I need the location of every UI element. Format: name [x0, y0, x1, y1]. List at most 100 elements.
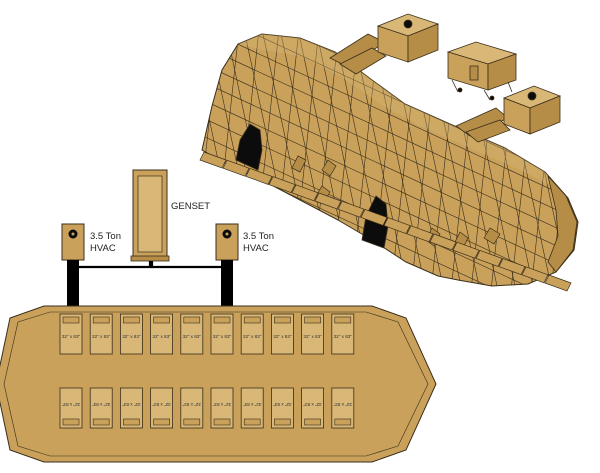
power-cable-left [79, 261, 152, 269]
cot-size-label: 32" x 83" [213, 334, 232, 339]
cot-size-label: 32" x 83" [303, 334, 322, 339]
genset-base [130, 255, 170, 262]
skirt-panel [291, 184, 319, 202]
cot-frame [180, 387, 204, 429]
cot-size-label: 32" x 83" [243, 402, 262, 407]
cot: 32" x 83" [301, 313, 325, 355]
cot-frame [270, 313, 294, 355]
cot: 32" x 83" [120, 387, 143, 429]
power-cable-right [150, 261, 221, 269]
ground-skirt-panels [199, 151, 572, 292]
skirt-panel [521, 266, 549, 284]
hvac-unit-left [61, 223, 85, 306]
cot-frame [301, 387, 325, 429]
genset-unit [130, 169, 170, 262]
hvac-right-duct [221, 260, 233, 306]
cot: 32" x 83" [210, 387, 234, 429]
cot-pillow [92, 316, 110, 324]
cot-pillow [334, 418, 352, 426]
cot-size-label: 32" x 83" [273, 402, 292, 407]
hvac-left-label-line1: 3.5 Ton [90, 231, 121, 242]
cot-pillow [62, 316, 80, 324]
shelter-ridge [238, 34, 560, 190]
cot: 32" x 83" [59, 387, 83, 429]
door-opening-1 [235, 123, 263, 171]
cot-frame [89, 387, 113, 429]
cot-size-label: 32" x 83" [334, 334, 353, 339]
cot-pillow [274, 316, 291, 324]
cot-pillow [153, 316, 170, 324]
skirt-panel [314, 192, 342, 210]
cot: 32" x 83" [331, 313, 355, 355]
cot-size-label: 32" x 83" [122, 402, 141, 407]
cot-pillow [123, 418, 140, 426]
hvac-left-duct [67, 260, 79, 306]
cot: 32" x 83" [301, 387, 325, 429]
cot-frame [150, 387, 174, 429]
floor-plan-inner [3, 311, 429, 457]
cot-frame [59, 387, 83, 429]
genset-panel [137, 175, 163, 253]
trailer-unit-3d [446, 41, 518, 101]
hvac-right-body [215, 223, 239, 261]
window-6 [483, 227, 501, 245]
cot-frame [331, 387, 355, 429]
skirt-panel [383, 217, 411, 235]
skirt-panel [245, 167, 273, 185]
cot: 32" x 83" [150, 313, 174, 355]
cot-frame [180, 313, 204, 355]
cot-pillow [304, 316, 321, 324]
cot-size-label: 32" x 83" [273, 334, 292, 339]
cot-size-label: 32" x 83" [152, 334, 171, 339]
cot: 32" x 83" [180, 313, 204, 355]
cot-pillow [243, 316, 261, 324]
cot-pillow [304, 418, 321, 426]
cot-size-label: 32" x 83" [92, 334, 111, 339]
cot-frame [331, 313, 355, 355]
cot-pillow [123, 316, 140, 324]
cot: 32" x 83" [89, 387, 113, 429]
cot-size-label: 32" x 83" [212, 402, 231, 407]
cot-size-label: 32" x 83" [152, 402, 171, 407]
skirt-panel [544, 274, 572, 292]
floor-plan: 32" x 83"32" x 83"32" x 83"32" x 83"32" … [0, 305, 437, 463]
mechanical-equipment: GENSET 3.5 Ton HVAC 3.5 Ton HVAC [61, 169, 274, 306]
geodesic-shelter-3d [199, 13, 579, 292]
cot-pillow [62, 418, 80, 426]
cot: 32" x 83" [270, 313, 294, 355]
genset-label: GENSET [171, 201, 210, 212]
cot: 32" x 83" [240, 313, 264, 355]
cot: 32" x 83" [270, 387, 294, 429]
skirt-panel [360, 208, 388, 226]
duct-bundle-1 [329, 33, 387, 75]
hvac-left-label-line2: HVAC [90, 243, 116, 254]
skirt-panel [498, 258, 526, 276]
cot-frame [240, 313, 264, 355]
cot-pillow [153, 418, 170, 426]
shelter-end-wall [547, 175, 578, 273]
hvac-right-label-line2: HVAC [243, 243, 269, 254]
hvac-left-body [61, 223, 85, 261]
cot-frame [120, 313, 143, 355]
cot-size-label: 32" x 83" [303, 402, 322, 407]
hvac-unit-right [215, 223, 239, 306]
cot-frame [240, 387, 264, 429]
cot-pillow [213, 418, 231, 426]
cot-pillow [183, 316, 201, 324]
cot-size-label: 32" x 83" [243, 334, 262, 339]
cot: 32" x 83" [120, 313, 143, 355]
cot-size-label: 32" x 83" [182, 402, 201, 407]
skirt-panel [222, 159, 250, 177]
cot-frame [270, 387, 294, 429]
hvac-unit-3d-2 [502, 85, 562, 135]
cot-pillow [183, 418, 201, 426]
cot-grid: 32" x 83"32" x 83"32" x 83"32" x 83"32" … [59, 313, 355, 429]
cot-pillow [243, 418, 261, 426]
cot-frame [120, 387, 143, 429]
cot-pillow [92, 418, 110, 426]
cot-size-label: 32" x 83" [62, 334, 81, 339]
cot-frame [301, 313, 325, 355]
cot-size-label: 32" x 83" [122, 334, 141, 339]
cot-frame [210, 387, 234, 429]
